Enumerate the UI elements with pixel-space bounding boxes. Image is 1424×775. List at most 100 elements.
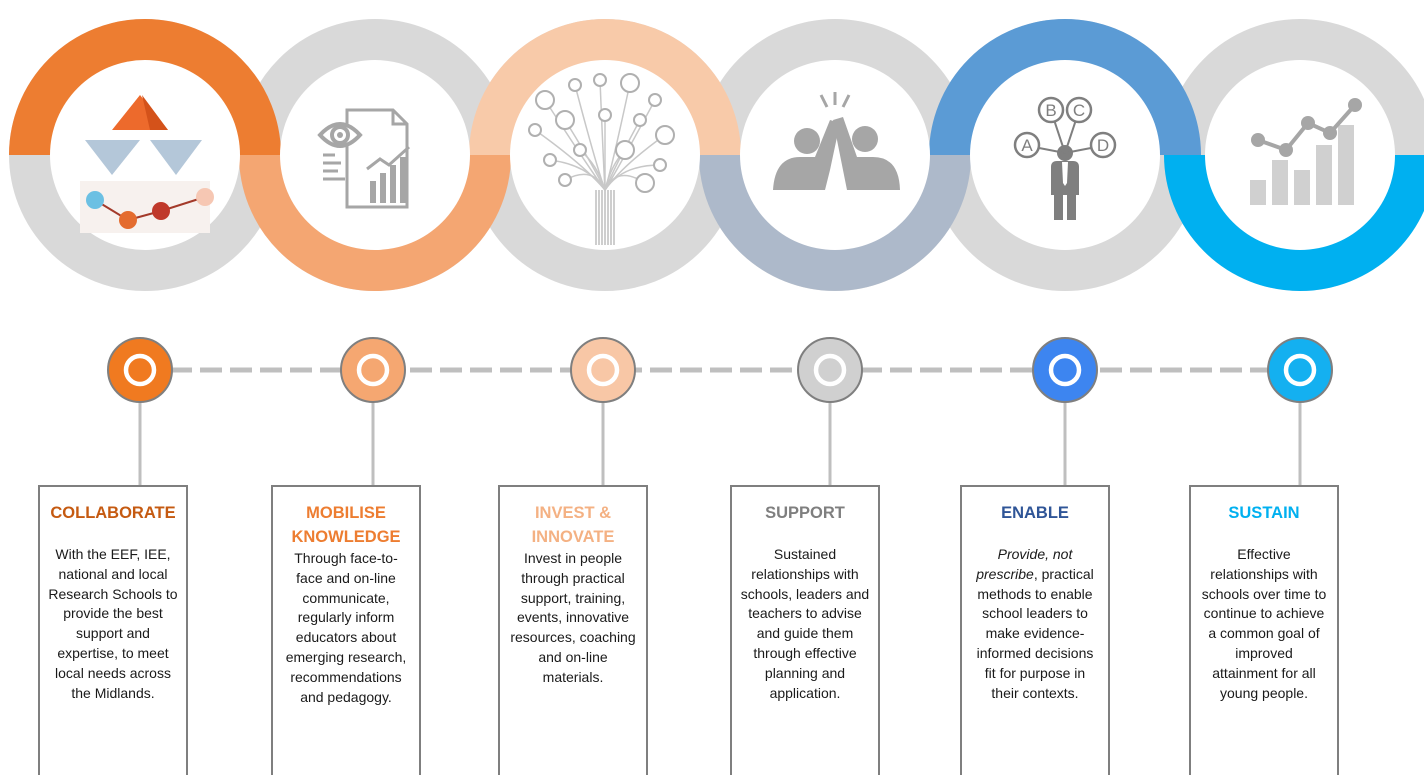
ring-arc-enable <box>929 19 1201 156</box>
card-body-line: regularly inform <box>297 609 395 626</box>
card-body-line: and guide them <box>756 625 854 642</box>
option-d-label: D <box>1097 136 1109 155</box>
card-body-line: continue to achieve <box>1203 605 1325 622</box>
card-body-line: support and <box>76 625 150 642</box>
card-body-line: provide the best <box>63 605 163 622</box>
option-b-bubble <box>1037 96 1065 124</box>
card-body-line: teachers to advise <box>748 605 862 622</box>
milestone-support <box>797 337 863 403</box>
card-body-line: through practical <box>521 569 625 586</box>
card-body-line: resources, coaching <box>510 629 636 646</box>
card-invest: INVEST & INNOVATE Invest in people through … <box>498 485 648 775</box>
card-body-line: relationships with <box>1210 565 1318 582</box>
card-body-line: a common goal of <box>1208 625 1320 642</box>
milestone-ring-invest <box>586 353 620 387</box>
card-title-sustain: SUSTAIN <box>1197 501 1331 525</box>
card-body-line: communicate, <box>302 589 390 606</box>
card-title-line: COLLABORATE <box>50 504 176 522</box>
ring-arc-sustain <box>1164 154 1424 291</box>
body-text: , practical <box>1033 565 1094 582</box>
high-five-icon <box>773 92 900 190</box>
card-body-line: planning and <box>764 664 846 681</box>
card-body-line: application. <box>769 684 841 701</box>
card-body-line: materials. <box>542 668 604 685</box>
card-title-enable: ENABLE <box>968 501 1102 525</box>
card-body-line: young people. <box>1220 684 1308 701</box>
card-body-line: prescribe, practical <box>968 565 1102 585</box>
option-a-label: A <box>1021 136 1033 155</box>
card-body-sustain: Effective relationships with schools over … <box>1197 525 1331 703</box>
ring-chain <box>9 19 1424 291</box>
technology-tree-icon <box>528 73 675 245</box>
card-body-line: attainment for all <box>1212 664 1316 681</box>
card-body-line: relationships with <box>751 565 859 582</box>
document-eye-chart-icon <box>317 108 411 209</box>
ring-arc-invest <box>469 19 741 156</box>
milestone-invest <box>570 337 636 403</box>
card-title-line: INNOVATE <box>531 528 615 546</box>
milestone-ring-support <box>813 353 847 387</box>
option-a-bubble <box>1013 131 1041 159</box>
card-body-line: school leaders to <box>982 605 1088 622</box>
card-body-line: fit for purpose in <box>984 664 1086 681</box>
card-body-line: the Midlands. <box>71 684 155 701</box>
card-body-line: schools over time to <box>1201 585 1327 602</box>
card-body-line: informed decisions <box>976 644 1094 661</box>
ring-arc-collaborate <box>9 19 281 156</box>
card-body-line: and pedagogy. <box>300 688 392 705</box>
card-body-line: With the EEF, IEE, <box>55 546 171 562</box>
option-d-bubble <box>1089 131 1117 159</box>
milestone-ring-mobilise <box>356 353 390 387</box>
card-body-line: educators about <box>295 629 397 646</box>
ring-center-sustain <box>1205 60 1395 250</box>
option-c-label: C <box>1073 101 1085 120</box>
card-title-collaborate: COLLABORATE <box>46 501 180 525</box>
card-body-line: national and local <box>58 565 168 582</box>
card-body-line: Sustained <box>773 546 837 562</box>
milestone-mobilise <box>340 337 406 403</box>
milestone-enable <box>1032 337 1098 403</box>
card-body-line: and on-line <box>538 648 608 665</box>
card-body-line: face and on-line <box>296 569 396 586</box>
card-body-line: expertise, to meet <box>57 644 169 661</box>
milestone-collaborate <box>107 337 173 403</box>
card-body-line: through effective <box>753 644 857 661</box>
card-body-line: improved <box>1235 644 1293 661</box>
timeline <box>107 337 1333 487</box>
option-c-bubble <box>1065 96 1093 124</box>
card-title-line: MOBILISE <box>306 504 386 522</box>
card-title-line: INVEST & <box>534 504 612 522</box>
card-body-line: Provide, not <box>997 546 1073 562</box>
milestone-ring-enable <box>1048 353 1082 387</box>
card-body-line: local needs across <box>55 664 171 681</box>
triangles-network-icon <box>80 95 214 233</box>
card-sustain: SUSTAIN Effective relationships with school… <box>1189 485 1339 775</box>
card-title-line: SUPPORT <box>765 504 845 522</box>
milestone-ring-sustain <box>1283 353 1317 387</box>
emphasis-text: prescribe <box>976 565 1034 582</box>
card-body-line: Invest in people <box>523 550 623 566</box>
card-body-line: support, training, <box>520 589 626 606</box>
card-body-line: Effective <box>1237 546 1291 562</box>
card-body-invest: Invest in people through practical support… <box>506 549 640 688</box>
card-body-line: their contexts. <box>991 684 1079 701</box>
card-body-line: events, innovative <box>516 609 630 626</box>
ring-center-support <box>740 60 930 250</box>
card-title-line: SUSTAIN <box>1228 504 1300 522</box>
card-body-line: Through face-to- <box>294 550 398 566</box>
option-b-label: B <box>1045 101 1056 120</box>
milestone-ring-collaborate <box>123 353 157 387</box>
card-body-line: methods to enable <box>977 585 1093 602</box>
ring-arc-support <box>699 154 971 291</box>
card-title-invest: INVEST & INNOVATE <box>506 501 640 549</box>
card-body-line: Research Schools to <box>48 585 178 602</box>
